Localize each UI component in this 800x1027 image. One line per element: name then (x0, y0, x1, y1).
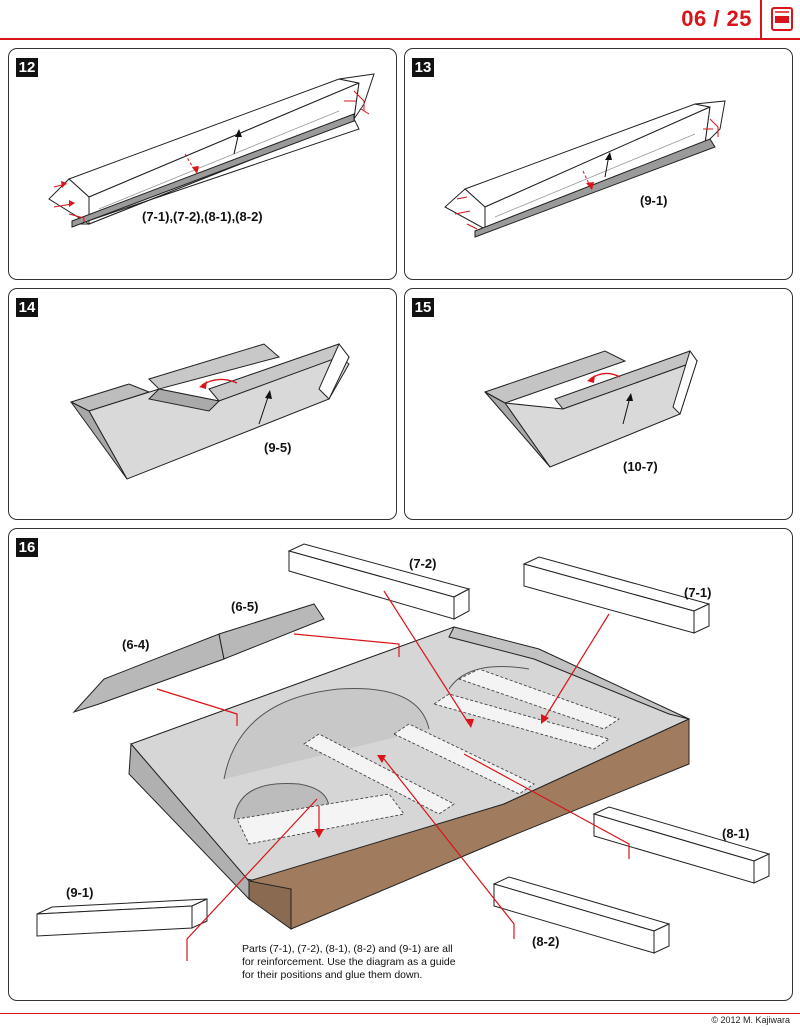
copyright: © 2012 M. Kajiwara (711, 1015, 790, 1025)
part-label-9-1: (9-1) (66, 885, 94, 900)
instruction-note: Parts (7-1), (7-2), (8-1), (8-2) and (9-… (242, 943, 456, 982)
step-number: 15 (412, 298, 434, 317)
step-panel-15: 15 (10-7) (404, 288, 793, 520)
step-panel-14: 14 (9-5) (8, 288, 397, 520)
step-14-parts-label: (9-5) (264, 440, 292, 455)
part-label-8-2: (8-2) (532, 934, 560, 949)
part-label-7-1: (7-1) (684, 585, 712, 600)
step-number: 13 (412, 58, 434, 77)
page-number: 06 / 25 (681, 6, 752, 31)
part-label-6-5: (6-5) (231, 599, 259, 614)
step-12-parts-label: (7-1),(7-2),(8-1),(8-2) (142, 209, 263, 224)
part-label-7-2: (7-2) (409, 556, 437, 571)
wall-piece-diagram (483, 349, 698, 468)
note-line: for reinforcement. Use the diagram as a … (242, 956, 456, 968)
step-number: 16 (16, 538, 38, 557)
step-number: 14 (16, 298, 38, 317)
step-panel-16: 16 (8, 528, 793, 1001)
step-panel-13: 13 (9-1) (404, 48, 793, 280)
step-15-parts-label: (10-7) (623, 459, 658, 474)
step-13-parts-label: (9-1) (640, 193, 668, 208)
header-divider (0, 38, 800, 40)
footer-divider (0, 1013, 800, 1014)
wall-piece-diagram (69, 343, 350, 480)
long-beam-diagram (48, 73, 375, 228)
step-panel-12: 12 (7-1),(7-2),(8-1),(8-2) (8, 48, 397, 280)
note-line: for their positions and glue them down. (242, 969, 423, 981)
long-beam-diagram (444, 100, 726, 238)
step-number: 12 (16, 58, 38, 77)
part-label-8-1: (8-1) (722, 826, 750, 841)
base-assembly-diagram (36, 543, 771, 961)
book-icon[interactable] (760, 0, 800, 38)
part-label-6-4: (6-4) (122, 637, 150, 652)
note-line: Parts (7-1), (7-2), (8-1), (8-2) and (9-… (242, 943, 453, 955)
